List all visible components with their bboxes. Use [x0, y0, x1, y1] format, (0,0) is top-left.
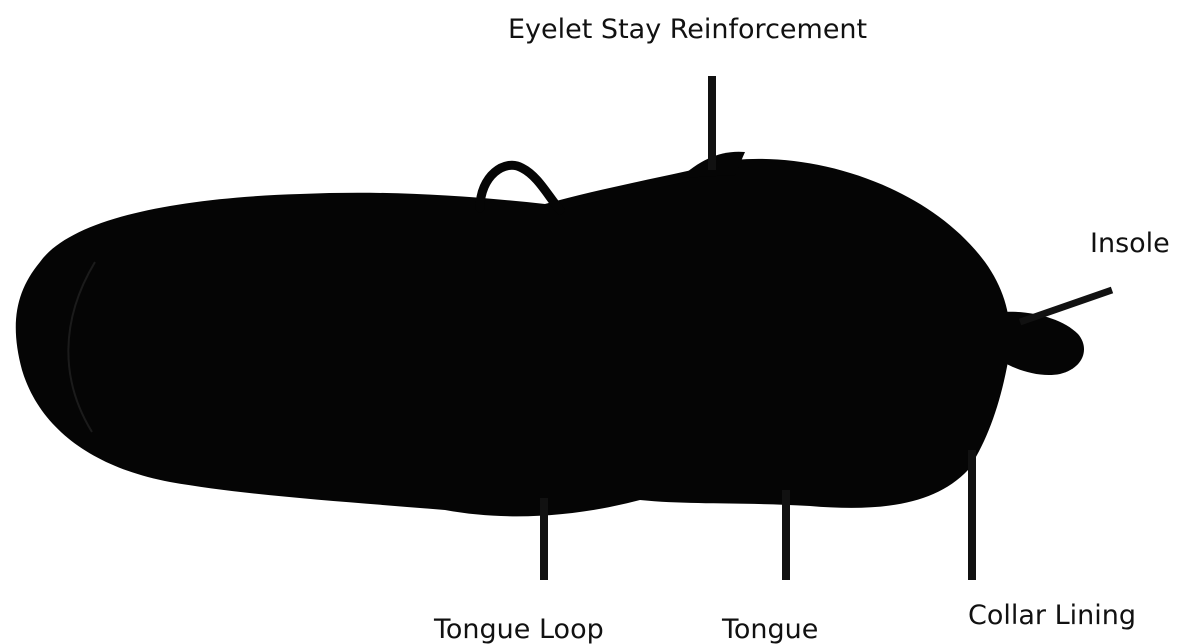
leader-insole [1020, 290, 1112, 322]
insole-protrusion [1000, 312, 1084, 375]
label-collar-lining: Collar Lining [968, 602, 1136, 629]
label-tongue: Tongue [722, 616, 818, 643]
label-tongue-loop: Tongue Loop [434, 616, 604, 643]
shoe-body [16, 159, 1011, 516]
label-insole: Insole [1090, 230, 1170, 257]
label-eyelet-stay-reinforcement: Eyelet Stay Reinforcement [508, 16, 867, 43]
